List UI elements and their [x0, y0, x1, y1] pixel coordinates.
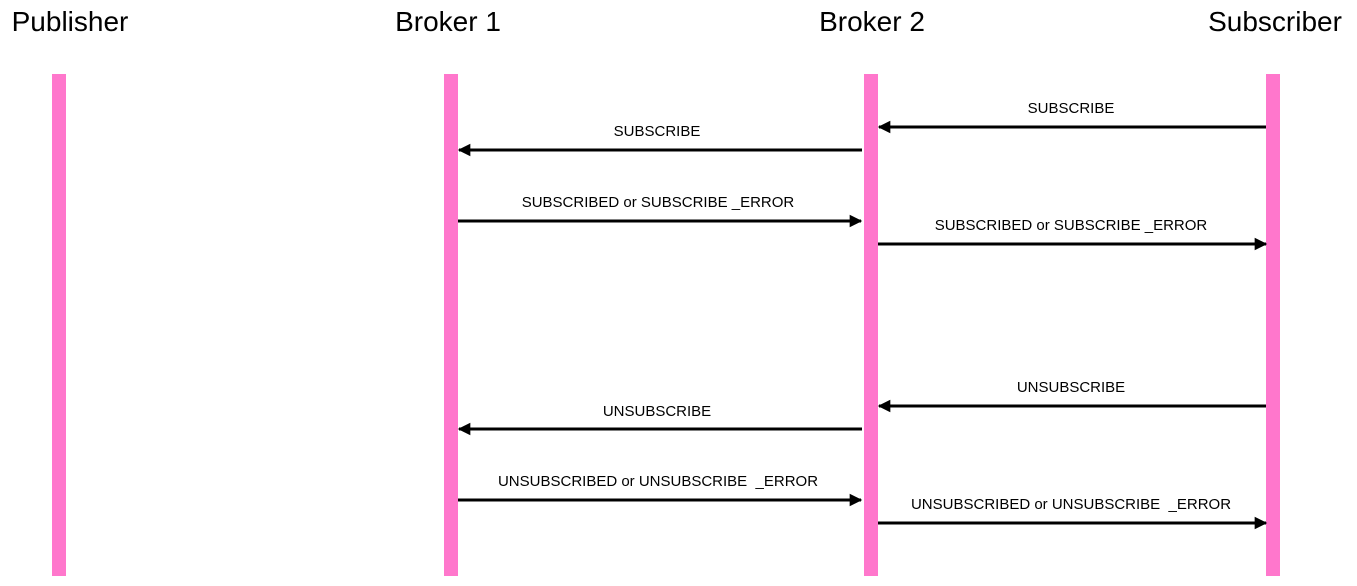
message-label: SUBSCRIBE — [614, 123, 701, 140]
actor-label-publisher: Publisher — [12, 6, 129, 37]
message-subscribed-1: SUBSCRIBED or SUBSCRIBE _ERROR — [458, 194, 863, 228]
message-subscribe-1: SUBSCRIBE — [877, 100, 1266, 134]
actor-label-broker1: Broker 1 — [395, 6, 501, 37]
lifeline-broker1 — [444, 74, 458, 576]
message-label: SUBSCRIBED or SUBSCRIBE _ERROR — [522, 194, 795, 211]
actor-label-subscriber: Subscriber — [1208, 6, 1342, 37]
lifeline-publisher — [52, 74, 66, 576]
lifeline-broker2 — [864, 74, 878, 576]
lifeline-subscriber — [1266, 74, 1280, 576]
message-unsubscribed-2: UNSUBSCRIBED or UNSUBSCRIBE _ERROR — [878, 496, 1268, 530]
message-unsubscribed-1: UNSUBSCRIBED or UNSUBSCRIBE _ERROR — [458, 473, 863, 507]
message-label: UNSUBSCRIBE — [1017, 379, 1125, 396]
message-label: SUBSCRIBED or SUBSCRIBE _ERROR — [935, 217, 1208, 234]
message-unsubscribe-1: UNSUBSCRIBE — [877, 379, 1266, 413]
message-label: UNSUBSCRIBED or UNSUBSCRIBE _ERROR — [911, 496, 1231, 513]
message-subscribe-2: SUBSCRIBE — [457, 123, 862, 157]
message-label: UNSUBSCRIBE — [603, 403, 711, 420]
message-unsubscribe-2: UNSUBSCRIBE — [457, 403, 862, 436]
message-subscribed-2: SUBSCRIBED or SUBSCRIBE _ERROR — [878, 217, 1268, 251]
message-label: SUBSCRIBE — [1028, 100, 1115, 117]
actor-label-broker2: Broker 2 — [819, 6, 925, 37]
message-label: UNSUBSCRIBED or UNSUBSCRIBE _ERROR — [498, 473, 818, 490]
